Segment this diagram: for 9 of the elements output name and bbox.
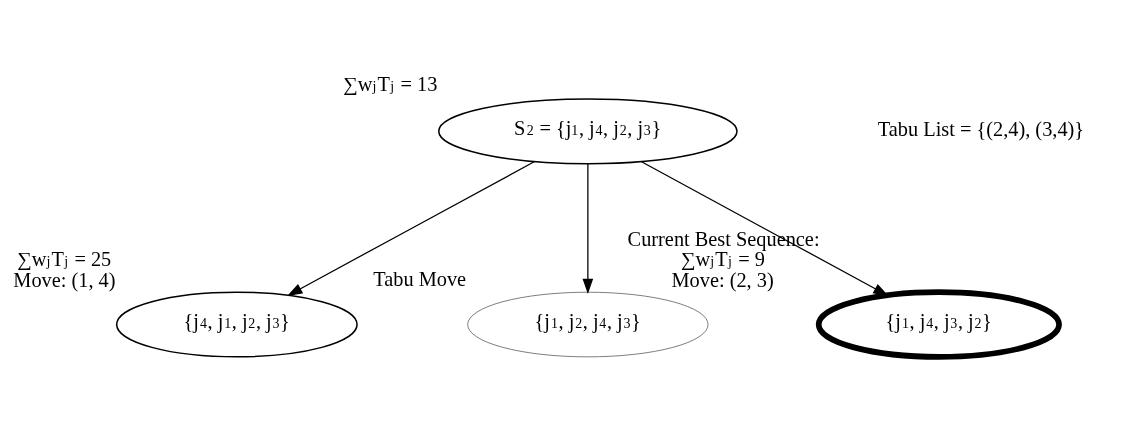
arrow xyxy=(582,162,594,294)
arrow xyxy=(640,160,889,296)
label: Tabu List = {(2,4), (3,4)} xyxy=(877,117,1085,140)
node-ellipse: {j4, j1, j2, j3} xyxy=(115,290,358,358)
node-label: ∑wjTj = 13 xyxy=(343,72,438,95)
arrow xyxy=(287,160,535,296)
node-label: Tabu Move xyxy=(373,267,467,290)
node-ellipse: S2 = {j1, j4, j2, j3} xyxy=(437,97,738,164)
node-label: ∑wjTj = 25 xyxy=(17,247,112,270)
